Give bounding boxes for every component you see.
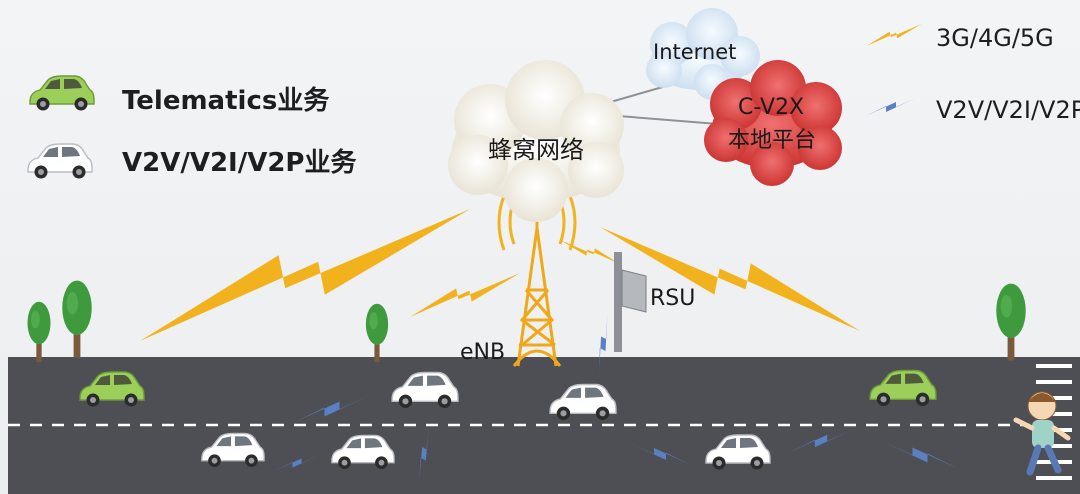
internet-cloud: [646, 8, 760, 100]
legend-direct-label: V2V/V2I/V2P: [936, 96, 1080, 124]
enb-tower-icon: [512, 205, 562, 367]
legend-v2x-label: V2V/V2I/V2P业务: [122, 148, 357, 178]
cellular-network-label: 蜂窝网络: [488, 136, 584, 164]
tree-icon: [62, 280, 92, 358]
telematics-car-icon: [29, 75, 95, 112]
tree-icon: [996, 283, 1026, 361]
cv2x-title-label: C-V2X: [738, 95, 805, 120]
cv2x-platform-cloud: [704, 60, 842, 186]
cv2x-subtitle-label: 本地平台: [728, 128, 817, 153]
cellular-network-cloud: [448, 60, 624, 222]
rsu-label: RSU: [650, 286, 696, 311]
legend-telematics-label: Telematics业务: [122, 86, 330, 116]
cellular-link-icon: [410, 273, 520, 317]
pedestrian-icon: [1013, 391, 1071, 476]
enb-label: eNB: [460, 340, 506, 365]
v2x-car-icon: [27, 143, 93, 180]
cellular-link-icon: [140, 209, 470, 341]
rsu-icon: [614, 252, 647, 352]
legend-cellular-label: 3G/4G/5G: [936, 24, 1054, 52]
tree-icon: [365, 303, 389, 362]
internet-label: Internet: [653, 40, 737, 64]
cellular-legend-icon: [866, 24, 922, 46]
direct-link-legend-icon: [866, 98, 916, 116]
cellular-link-icon: [560, 240, 620, 264]
tree-icon: [27, 301, 51, 362]
link-line: [605, 114, 719, 125]
